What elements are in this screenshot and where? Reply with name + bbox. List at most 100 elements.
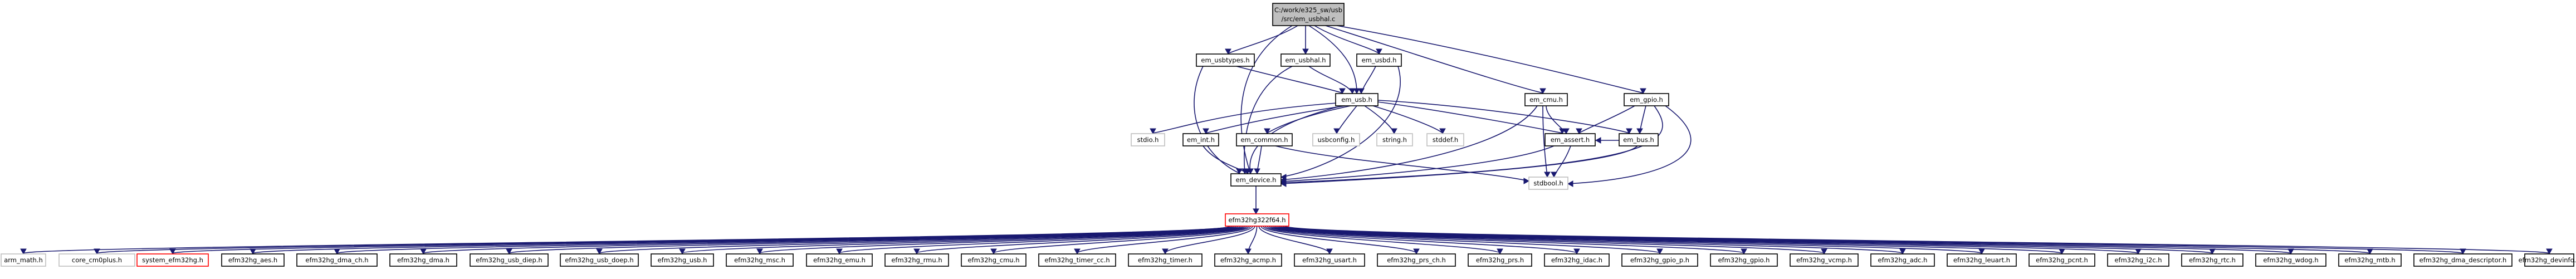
include-edge	[1325, 25, 1543, 94]
include-edge	[1258, 226, 1330, 254]
node-efm32hg-vcmp-h[interactable]: efm32hg_vcmp.h	[1790, 253, 1859, 267]
node-label: efm32hg_dma_descriptor.h	[2419, 256, 2507, 264]
node-em-usbhal-h[interactable]: em_usbhal.h	[1280, 53, 1331, 67]
node-core-cm0plus-h[interactable]: core_cm0plus.h	[58, 253, 135, 267]
include-edge	[1377, 101, 1563, 134]
node-efm32hg-usb-diep-h[interactable]: efm32hg_usb_diep.h	[470, 253, 549, 267]
edge-arrowhead	[1563, 128, 1570, 135]
include-edge	[1314, 25, 1380, 54]
node-label: em_usbd.h	[1362, 56, 1397, 64]
edge-arrowhead	[1339, 88, 1346, 95]
node-efm32hg-emu-h[interactable]: efm32hg_emu.h	[806, 253, 873, 267]
node-stdbool-h[interactable]: stdbool.h	[1528, 177, 1568, 190]
node-efm32hg-mtb-h[interactable]: efm32hg_mtb.h	[2338, 253, 2402, 267]
edge-arrowhead	[94, 248, 100, 255]
node-efm32hg-rmu-h[interactable]: efm32hg_rmu.h	[884, 253, 949, 267]
node-em-assert-h[interactable]: em_assert.h	[1544, 133, 1596, 146]
node-label: efm32hg_i2c.h	[2114, 256, 2162, 264]
edge-arrowhead	[1573, 248, 1580, 255]
edge-arrowhead	[169, 248, 176, 255]
include-edge	[1542, 105, 1548, 177]
edge-arrowhead	[1497, 248, 1503, 255]
node-label: arm_math.h	[4, 256, 43, 264]
include-edge	[1336, 25, 1644, 94]
node-efm32hg-devinfo-h[interactable]: efm32hg_devinfo.h	[2519, 253, 2576, 267]
node-em-usbd-h[interactable]: em_usbd.h	[1356, 53, 1402, 67]
bottom-row: arm_math.h core_cm0plus.h system_efm32hg.h…	[1, 253, 2576, 267]
edge-arrowhead	[2367, 248, 2373, 255]
node-label: em_gpio.h	[1630, 96, 1663, 104]
include-edge	[1264, 226, 1577, 254]
graph-nodes: C:/work/e325_sw/usb /src/em_usbhal.c em_…	[1, 3, 2576, 267]
edge-arrowhead	[334, 248, 340, 255]
node-efm32hg-dma-descriptor-h[interactable]: efm32hg_dma_descriptor.h	[2413, 253, 2513, 267]
edge-arrowhead	[1741, 248, 1747, 255]
edge-arrowhead	[420, 248, 427, 255]
node-em-gpio-h[interactable]: em_gpio.h	[1624, 93, 1669, 106]
node-em-int-h[interactable]: em_int.h	[1182, 133, 1219, 146]
node-efm32hg-i2c-h[interactable]: efm32hg_i2c.h	[2107, 253, 2169, 267]
node-label: efm32hg322f64.h	[1228, 216, 1285, 224]
node-efm32hg-aes-h[interactable]: efm32hg_aes.h	[221, 253, 285, 267]
node-string-h[interactable]: string.h	[1376, 133, 1413, 146]
node-label: efm32hg_acmp.h	[1220, 256, 1276, 264]
node-efm32hg-leuart-h[interactable]: efm32hg_leuart.h	[1947, 253, 2017, 267]
include-edge	[682, 226, 1243, 254]
node-label: efm32hg_prs_ch.h	[1387, 256, 1446, 264]
node-efm32hg-timer-h[interactable]: efm32hg_timer.h	[1128, 253, 1203, 267]
node-efm32hg-dma-ch-h[interactable]: efm32hg_dma_ch.h	[296, 253, 378, 267]
edge-arrowhead	[1626, 128, 1632, 135]
node-efm32hg-gpio-h[interactable]: efm32hg_gpio.h	[1710, 253, 1778, 267]
node-label: efm32hg_rmu.h	[891, 256, 942, 264]
node-system-efm32hg-h[interactable]: system_efm32hg.h	[136, 253, 209, 267]
node-efm32hg-dma-h[interactable]: efm32hg_dma.h	[389, 253, 457, 267]
include-edge	[1228, 25, 1298, 54]
node-em-cmu-h[interactable]: em_cmu.h	[1524, 93, 1568, 106]
node-usbconfig-h[interactable]: usbconfig.h	[1312, 133, 1360, 146]
node-root-em-usbhal-c[interactable]: C:/work/e325_sw/usb /src/em_usbhal.c	[1272, 3, 1345, 26]
node-label: usbconfig.h	[1318, 136, 1355, 144]
node-efm32hg-acmp-h[interactable]: efm32hg_acmp.h	[1214, 253, 1282, 267]
node-em-usbtypes-h[interactable]: em_usbtypes.h	[1196, 53, 1255, 67]
node-stddef-h[interactable]: stddef.h	[1426, 133, 1464, 146]
node-efm32hg-usb-h[interactable]: efm32hg_usb.h	[651, 253, 714, 267]
include-edge	[1236, 66, 1343, 94]
node-efm32hg-msc-h[interactable]: efm32hg_msc.h	[726, 253, 794, 267]
node-efm32hg-idac-h[interactable]: efm32hg_idac.h	[1544, 253, 1610, 267]
edge-arrowhead	[1439, 128, 1446, 135]
node-arm-math-h[interactable]: arm_math.h	[1, 253, 46, 267]
node-label: efm32hg_usb_diep.h	[476, 256, 542, 264]
edge-arrowhead	[20, 248, 27, 255]
node-em-device-h[interactable]: em_device.h	[1230, 173, 1282, 187]
node-efm32hg-prs-ch-h[interactable]: efm32hg_prs_ch.h	[1377, 253, 1456, 267]
edge-arrowhead	[1253, 208, 1259, 215]
node-efm32hg-wdog-h[interactable]: efm32hg_wdog.h	[2255, 253, 2326, 267]
edge-arrowhead	[1245, 248, 1252, 255]
node-label: system_efm32hg.h	[142, 256, 203, 264]
node-efm32hg-gpio-p-h[interactable]: efm32hg_gpio_p.h	[1621, 253, 1698, 267]
edge-arrowhead	[1349, 88, 1356, 95]
edge-arrowhead	[1523, 178, 1530, 184]
node-stdio-h[interactable]: stdio.h	[1131, 133, 1165, 146]
node-label: efm32hg_devinfo.h	[2519, 256, 2576, 264]
node-efm32hg322f64-h[interactable]: efm32hg322f64.h	[1225, 213, 1289, 227]
node-em-common-h[interactable]: em_common.h	[1236, 133, 1293, 146]
node-em-usb-h[interactable]: em_usb.h	[1335, 93, 1379, 106]
node-label: efm32hg_cmu.h	[967, 256, 1019, 264]
edge-arrowhead	[1326, 248, 1333, 255]
node-efm32hg-usart-h[interactable]: efm32hg_usart.h	[1294, 253, 1365, 267]
node-efm32hg-timer-cc-h[interactable]: efm32hg_timer_cc.h	[1038, 253, 1116, 267]
include-edge	[1203, 145, 1248, 174]
node-efm32hg-pcnt-h[interactable]: efm32hg_pcnt.h	[2028, 253, 2095, 267]
node-efm32hg-cmu-h[interactable]: efm32hg_cmu.h	[961, 253, 1027, 267]
node-efm32hg-rtc-h[interactable]: efm32hg_rtc.h	[2181, 253, 2243, 267]
node-em-bus-h[interactable]: em_bus.h	[1619, 133, 1659, 146]
edge-arrowhead	[506, 248, 512, 255]
node-efm32hg-adc-h[interactable]: efm32hg_adc.h	[1870, 253, 1935, 267]
include-edge	[1578, 105, 1635, 134]
include-edge	[1308, 66, 1353, 94]
node-efm32hg-prs-h[interactable]: efm32hg_prs.h	[1468, 253, 1532, 267]
node-efm32hg-usb-doep-h[interactable]: efm32hg_usb_doep.h	[560, 253, 639, 267]
node-label: efm32hg_usart.h	[1302, 256, 1357, 264]
